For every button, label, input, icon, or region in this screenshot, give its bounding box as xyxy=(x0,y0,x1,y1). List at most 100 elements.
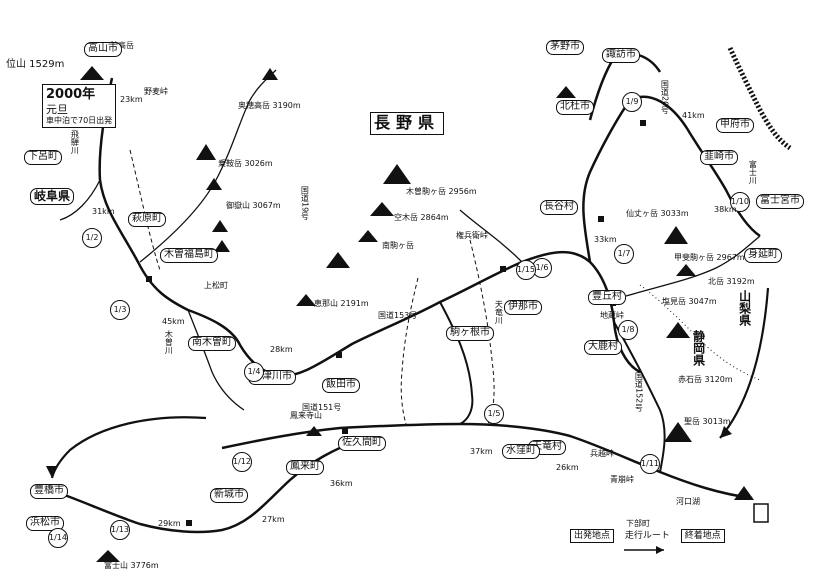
mountain-icons xyxy=(80,66,754,562)
town-hase: 長谷村 xyxy=(540,200,578,215)
route-line-southwest xyxy=(55,438,361,534)
stay-marker: 1/5 xyxy=(484,404,504,424)
stay-marker: 1/11 xyxy=(640,454,660,474)
mountain-kaikoma: 甲斐駒ヶ岳 2967m xyxy=(674,253,745,262)
pass-hyogoshi: 兵越峠 xyxy=(590,449,614,458)
stay-marker: 1/10 xyxy=(730,192,750,212)
mountain-senjo: 仙丈ヶ岳 3033m xyxy=(626,209,689,218)
town-hagiwara: 萩原町 xyxy=(128,212,166,227)
stay-marker: 1/4 xyxy=(244,362,264,382)
mountain-kitadake: 北岳 3192m xyxy=(708,277,755,286)
minor-road xyxy=(187,309,245,411)
distance-label: 28km xyxy=(270,345,293,354)
mountain-fuji: 富士山 3776m xyxy=(104,561,159,570)
town-shinshiro: 新城市 xyxy=(210,488,248,503)
river-fuji: 富士川 xyxy=(748,160,758,184)
stay-marker: 1/14 xyxy=(48,528,68,548)
distance-label: 31km xyxy=(92,207,115,216)
town-nagiso: 南木曽町 xyxy=(188,336,236,351)
route-line xyxy=(98,77,641,378)
stay-marker: 1/8 xyxy=(618,320,638,340)
road-r151: 国道151号 xyxy=(302,403,342,412)
stay-marker: 1/15 xyxy=(516,260,536,280)
town-houraicho: 鳳来町 xyxy=(286,460,324,475)
town-ina: 伊那市 xyxy=(504,300,542,315)
town-shimobe: 下部町 xyxy=(626,519,650,528)
town-hokuto: 北杜市 xyxy=(556,100,594,115)
town-komagane: 駒ヶ根市 xyxy=(446,326,494,341)
town-misakubo: 水窪町 xyxy=(502,444,540,459)
mountain-ena: 恵那山 2191m xyxy=(314,299,369,308)
mountain-akaishi: 赤石岳 3120m xyxy=(678,375,733,384)
direction-arrow xyxy=(719,287,770,439)
mountain-okuhodaka: 奥穂高岳 3190m xyxy=(238,101,301,110)
legend-end: 終着地点 xyxy=(680,529,725,543)
prefecture-gifu: 岐阜県 xyxy=(30,188,75,205)
legend-start: 出発地点 xyxy=(570,529,615,543)
minor-road xyxy=(459,209,523,263)
road-r20: 国道20号 xyxy=(660,80,670,115)
pass-nomugi: 野麦峠 xyxy=(144,87,168,96)
distance-label: 45km xyxy=(162,317,185,326)
distance-label: 41km xyxy=(682,111,705,120)
stay-marker: 1/3 xyxy=(110,300,130,320)
road-r153: 国道153号 xyxy=(378,311,418,320)
minor-road xyxy=(139,69,277,263)
town-kofu: 甲府市 xyxy=(716,118,754,133)
town-ooshika: 大鹿村 xyxy=(584,340,622,355)
prefecture-nagano: 長野県 xyxy=(370,112,445,135)
town-agematsu: 上松町 xyxy=(204,281,228,290)
distance-label: 27km xyxy=(262,515,285,524)
route-line-south xyxy=(221,422,753,500)
town-takayama: 高山市 xyxy=(84,42,122,57)
direction-arrow-head xyxy=(656,546,664,554)
town-minobu: 身延町 xyxy=(744,248,782,263)
town-nirasaki: 韮崎市 xyxy=(700,150,738,165)
minor-road xyxy=(59,179,101,221)
town-hamamatsu: 浜松市 xyxy=(26,516,64,531)
distance-label: 26km xyxy=(556,463,579,472)
mountain-kisokoma: 木曽駒ヶ岳 2956m xyxy=(406,187,477,196)
river xyxy=(400,277,419,425)
mountain-ridge xyxy=(727,46,792,151)
mountain-utsugi: 空木岳 2864m xyxy=(394,213,449,222)
town-toyohashi: 豊橋市 xyxy=(30,484,68,499)
route-line-north xyxy=(588,52,662,121)
town-suwa: 諏訪市 xyxy=(602,48,640,63)
direction-arrow-head xyxy=(46,466,58,478)
mountain-hodaka: 穂高岳 xyxy=(110,41,134,50)
river-tenryu: 天竜川 xyxy=(494,300,504,324)
stay-marker: 1/2 xyxy=(82,228,102,248)
minor-road xyxy=(625,235,761,297)
distance-label: 33km xyxy=(594,235,617,244)
town-chino: 茅野市 xyxy=(546,40,584,55)
town-kiso: 木曽福島町 xyxy=(160,248,218,263)
town-fujinomiya: 富士宮市 xyxy=(756,194,804,209)
title-year: 2000年 xyxy=(46,87,96,102)
mountain-kuraiyama: 位山 1529m xyxy=(6,59,65,70)
distance-label: 29km xyxy=(158,519,181,528)
town-toyooka: 豊丘村 xyxy=(588,290,626,305)
prefecture-shizuoka: 静岡県 xyxy=(691,330,706,366)
legend-route: 走行ルート xyxy=(624,531,670,541)
mountain-hijiri: 聖岳 3013m xyxy=(684,417,731,426)
road-r19: 国道19号 xyxy=(300,186,310,221)
distance-label: 38km xyxy=(714,205,737,214)
title-box: 2000年 元旦 車中泊で70日出発 xyxy=(42,84,117,129)
distance-label: 23km xyxy=(120,95,143,104)
end-point-marker xyxy=(753,503,769,523)
road-r152: 国道152号 xyxy=(634,372,644,412)
pass-aokuzure: 青崩峠 xyxy=(610,475,634,484)
route-line-tenryu xyxy=(613,321,666,473)
direction-arrow-head xyxy=(720,426,732,438)
stay-marker: 1/9 xyxy=(622,92,642,112)
direction-arrow xyxy=(50,416,207,479)
mountain-hoorai: 鳳来寺山 xyxy=(290,411,322,420)
river-kiso: 木曽川 xyxy=(164,330,174,354)
route-line-connector xyxy=(439,301,474,425)
town-gero: 下呂町 xyxy=(24,150,62,165)
mountain-ontake: 御嶽山 3067m xyxy=(226,201,281,210)
distance-label: 37km xyxy=(470,447,493,456)
town-sakuma: 佐久間町 xyxy=(338,436,386,451)
